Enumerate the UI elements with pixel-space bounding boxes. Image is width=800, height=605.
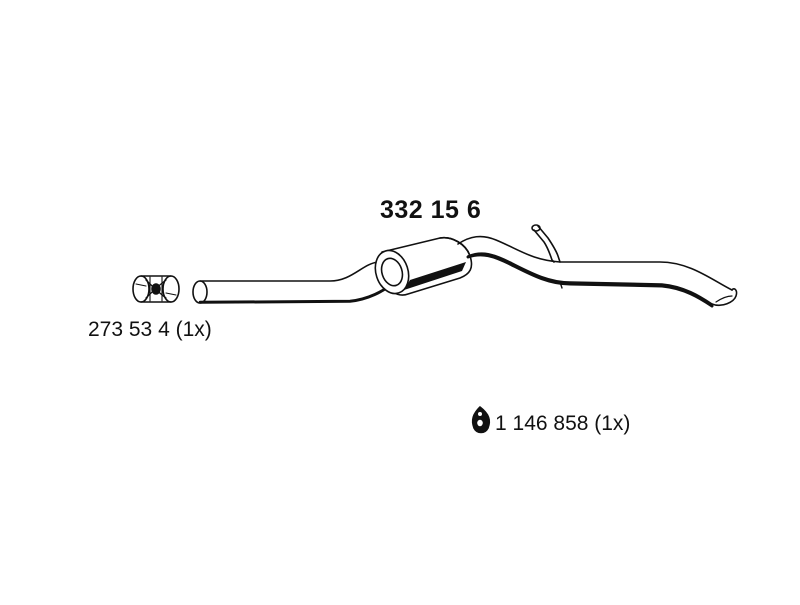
rubber-hanger-icon (471, 406, 491, 434)
branch-pipe (531, 224, 561, 263)
clamp-part-number: 273 53 4 (1x) (88, 318, 212, 341)
pipe-clamp-icon (132, 275, 180, 303)
main-part-number: 332 15 6 (380, 196, 482, 224)
outlet-pipe (457, 235, 738, 308)
inlet-pipe (192, 261, 394, 304)
middle-silencer (374, 236, 473, 296)
hanger-part-number: 1 146 858 (1x) (495, 412, 631, 435)
